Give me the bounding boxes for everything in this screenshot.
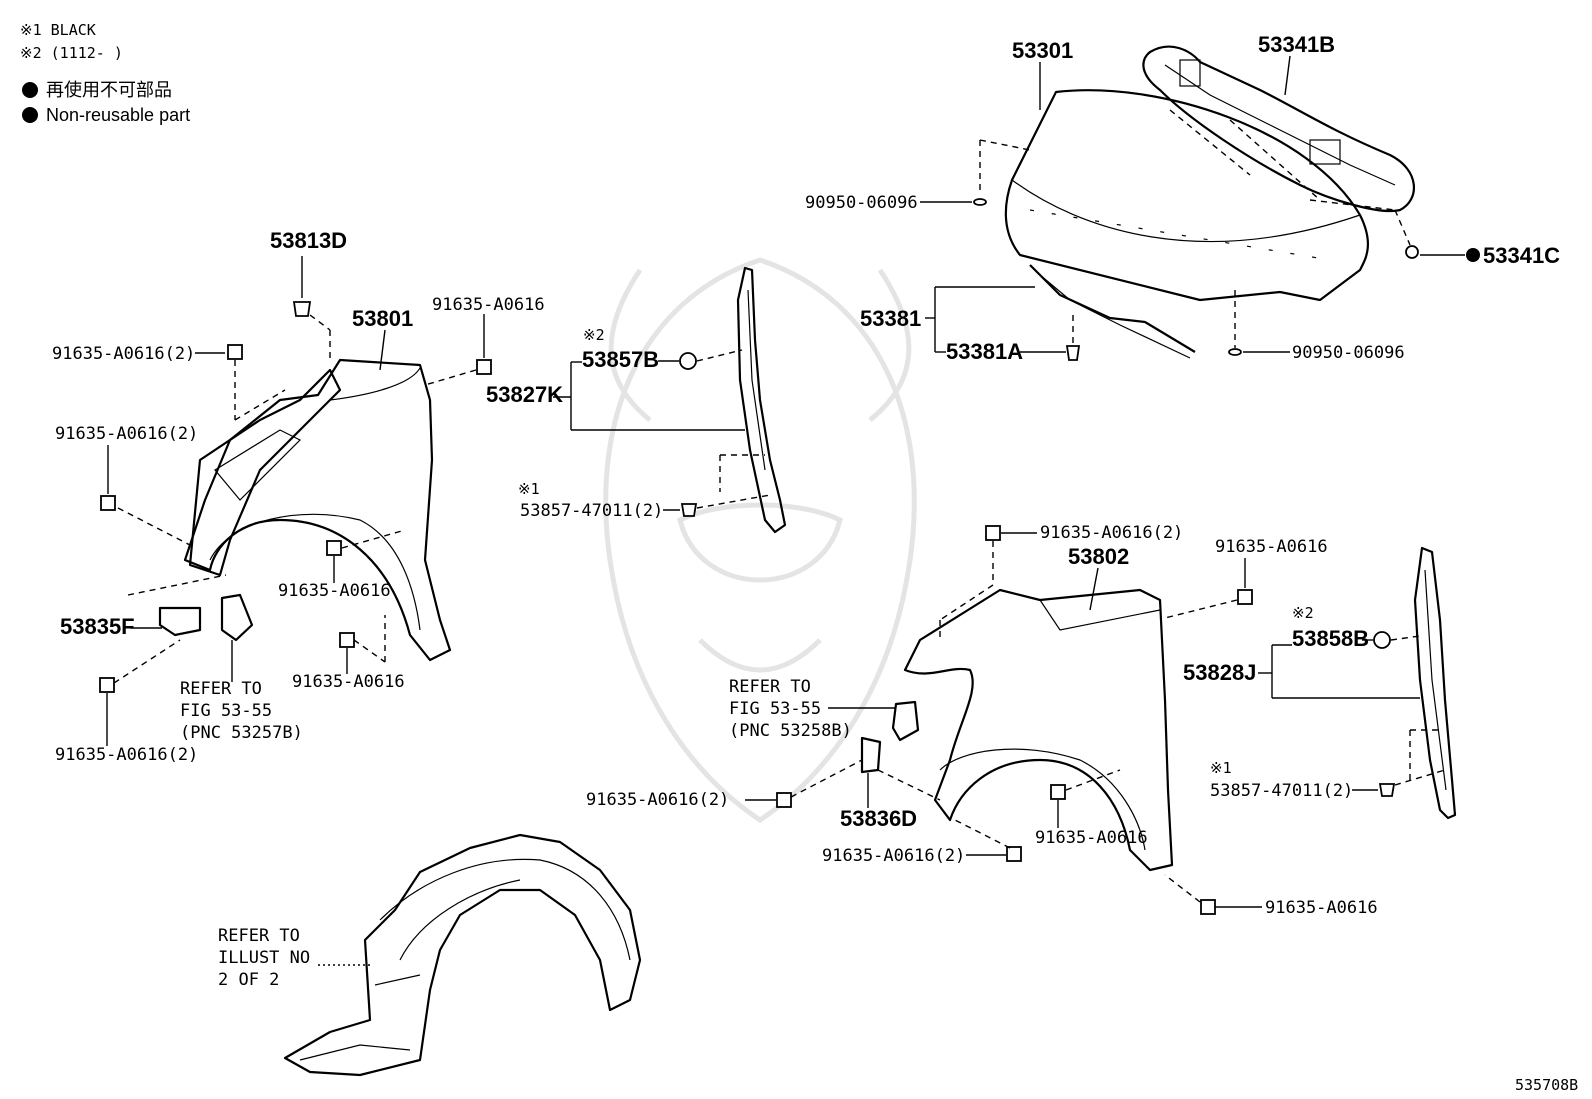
bolt-icon bbox=[100, 495, 116, 511]
bolt-icon bbox=[99, 677, 115, 693]
fender-clip-icon bbox=[292, 301, 312, 317]
right-pnc-text: (PNC 53258B) bbox=[729, 721, 852, 741]
callout-left-bolt-fender[interactable]: 91635-A0616 bbox=[432, 295, 545, 315]
seal-clip-icon bbox=[1065, 345, 1081, 361]
callout-right-bolt-arch[interactable]: 91635-A0616 bbox=[1035, 828, 1148, 848]
bolt-icon bbox=[985, 525, 1001, 541]
callout-53341C[interactable]: 53341C bbox=[1483, 243, 1560, 268]
left-fender-bracket bbox=[188, 368, 342, 577]
callout-right-bolt-fender[interactable]: 91635-A0616 bbox=[1215, 537, 1328, 557]
bolt-icon bbox=[1237, 589, 1253, 605]
left-refer-text: REFER TO bbox=[180, 679, 262, 699]
callout-53381[interactable]: 53381 bbox=[860, 306, 921, 331]
bolt-icon bbox=[476, 359, 492, 375]
callout-53858B[interactable]: 53858B bbox=[1292, 626, 1369, 651]
callout-right-bolt-bottom[interactable]: 91635-A0616 bbox=[1265, 898, 1378, 918]
callout-53801[interactable]: 53801 bbox=[352, 306, 413, 331]
fender-liner bbox=[283, 833, 642, 1077]
right-bracket-53836D bbox=[860, 736, 882, 774]
callout-53802[interactable]: 53802 bbox=[1068, 544, 1129, 569]
left-fender-bracket-small bbox=[220, 593, 254, 642]
callout-right-bolt-low[interactable]: 91635-A0616(2) bbox=[822, 846, 965, 866]
bolt-icon bbox=[326, 540, 342, 556]
callout-53835F[interactable]: 53835F bbox=[60, 614, 135, 639]
callout-53341B[interactable]: 53341B bbox=[1258, 32, 1335, 57]
bolt-icon bbox=[227, 344, 243, 360]
clip-icon bbox=[1378, 783, 1396, 797]
legend-en-text: Non-reusable part bbox=[46, 105, 190, 125]
callout-left-bolt-arch-low[interactable]: 91635-A0616 bbox=[292, 672, 405, 692]
hood-clip-icon bbox=[1405, 245, 1419, 259]
right-fender-seal bbox=[1413, 546, 1457, 820]
callout-90950-top[interactable]: 90950-06096 bbox=[805, 193, 918, 213]
right-fender bbox=[903, 588, 1174, 872]
clip-icon bbox=[679, 352, 697, 370]
callout-right-bolt-bracket[interactable]: 91635-A0616(2) bbox=[586, 790, 729, 810]
hood-seal bbox=[1029, 264, 1196, 353]
clip-icon bbox=[680, 503, 698, 517]
callout-right-bolt-top[interactable]: 91635-A0616(2) bbox=[1040, 523, 1183, 543]
left-fender-seal bbox=[736, 266, 787, 534]
left-fender bbox=[183, 358, 452, 662]
callout-left-bolt-mid[interactable]: 91635-A0616(2) bbox=[55, 424, 198, 444]
callout-left-bolt-bottom[interactable]: 91635-A0616(2) bbox=[55, 745, 198, 765]
legend-note-date: ※2 (1112- ) bbox=[20, 44, 123, 62]
right-note1-mark: ※1 bbox=[1210, 759, 1232, 777]
bolt-icon bbox=[339, 632, 355, 648]
bolt-icon bbox=[776, 792, 792, 808]
callout-left-bolt-top[interactable]: 91635-A0616(2) bbox=[52, 344, 195, 364]
callout-right-53857[interactable]: 53857-47011(2) bbox=[1210, 781, 1353, 801]
left-bracket-53835F bbox=[158, 606, 202, 637]
right-refer-text: REFER TO bbox=[729, 677, 811, 697]
callout-53381A[interactable]: 53381A bbox=[946, 339, 1023, 364]
bolt-icon bbox=[1006, 846, 1022, 862]
legend-bullet-icon bbox=[22, 82, 38, 98]
callout-53301[interactable]: 53301 bbox=[1012, 38, 1073, 63]
callout-left-bolt-arch[interactable]: 91635-A0616 bbox=[278, 581, 391, 601]
callout-53828J[interactable]: 53828J bbox=[1183, 660, 1256, 685]
figure-id: 535708B bbox=[1515, 1076, 1578, 1094]
hood-cushion-icon bbox=[1228, 348, 1242, 356]
liner-refer-text: REFER TO bbox=[218, 926, 300, 946]
callout-53813D[interactable]: 53813D bbox=[270, 228, 347, 253]
right-note2-mark: ※2 bbox=[1292, 604, 1314, 622]
bolt-icon bbox=[1200, 899, 1216, 915]
liner-of-text: 2 OF 2 bbox=[218, 970, 279, 990]
hood-panel bbox=[1004, 89, 1370, 302]
callout-53827K[interactable]: 53827K bbox=[486, 382, 563, 407]
right-fig-text: FIG 53-55 bbox=[729, 699, 821, 719]
legend-bullet-icon bbox=[22, 107, 38, 123]
legend-note-black: ※1 BLACK bbox=[20, 21, 96, 39]
non-reusable-bullet-icon bbox=[1466, 248, 1480, 262]
left-note1-mark: ※1 bbox=[518, 480, 540, 498]
liner-illust-text: ILLUST NO bbox=[218, 948, 310, 968]
legend-jp-text: 再使用不可部品 bbox=[46, 80, 172, 100]
left-note2-mark: ※2 bbox=[583, 326, 605, 344]
callout-53836D[interactable]: 53836D bbox=[840, 806, 917, 831]
bolt-icon bbox=[1050, 784, 1066, 800]
watermark-emblem bbox=[603, 257, 917, 824]
clip-icon bbox=[1373, 631, 1391, 649]
left-pnc-text: (PNC 53257B) bbox=[180, 723, 303, 743]
callout-90950-bottom[interactable]: 90950-06096 bbox=[1292, 343, 1405, 363]
callout-53857B[interactable]: 53857B bbox=[582, 347, 659, 372]
right-fender-bracket-small bbox=[891, 700, 920, 742]
hood-cushion-icon bbox=[973, 198, 987, 206]
left-fig-text: FIG 53-55 bbox=[180, 701, 272, 721]
hood-insulator bbox=[1142, 45, 1415, 212]
callout-left-53857[interactable]: 53857-47011(2) bbox=[520, 501, 663, 521]
